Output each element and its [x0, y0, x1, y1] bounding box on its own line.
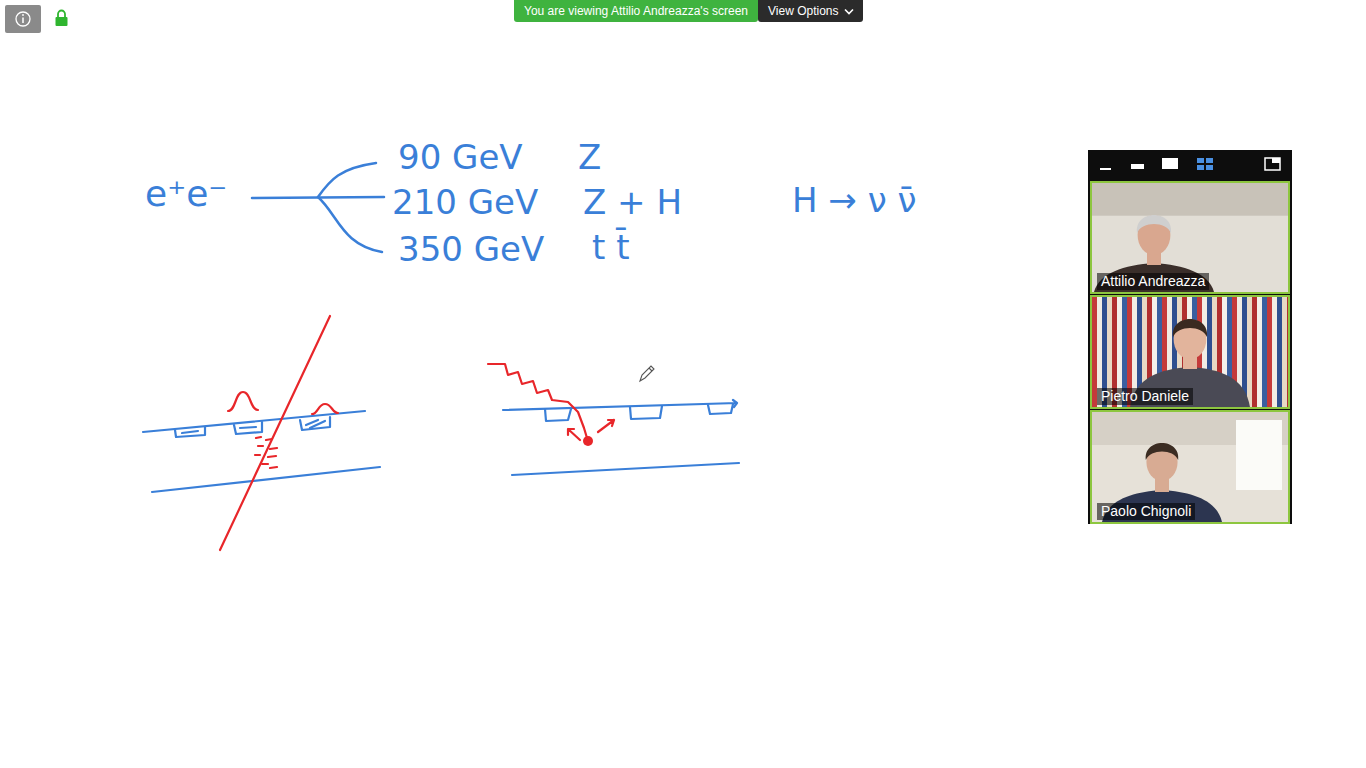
person-head	[1146, 443, 1177, 481]
info-icon-ring	[16, 12, 30, 26]
strip-implant	[240, 427, 256, 428]
info-icon	[5, 5, 41, 33]
video-tile: Pietro Daniele	[1090, 295, 1290, 409]
sensor-surface	[143, 411, 365, 432]
striped-curtain	[1267, 297, 1272, 407]
decay-label: H → ν ν̄	[792, 181, 916, 220]
chevron-icon	[844, 8, 854, 16]
carrier-arrow	[568, 429, 580, 440]
strip-implant	[545, 409, 571, 421]
gallery-icon-cell	[1206, 165, 1213, 170]
particle-track	[220, 316, 330, 550]
gallery-icon-cell	[1197, 158, 1204, 163]
exit-panel-icon-corner	[1272, 158, 1280, 163]
chevron-stroke	[845, 10, 853, 14]
strip-implant	[306, 420, 325, 428]
person-head	[1174, 319, 1207, 359]
striped-curtain	[1282, 297, 1287, 407]
striped-curtain	[1262, 297, 1267, 407]
striped-curtain	[1287, 297, 1288, 407]
energy-label: 350 GeV	[398, 230, 544, 269]
banner-text: You are viewing Attilio Andreazza's scre…	[524, 0, 748, 22]
reaction-label: e⁺e⁻	[145, 173, 227, 214]
view-options-button: View Options	[758, 0, 863, 22]
strip-implant	[175, 427, 205, 437]
photon-sketch	[488, 364, 614, 440]
energy-label: 210 GeV	[392, 183, 538, 222]
info-icon-stem	[22, 18, 24, 24]
video-panel	[1088, 150, 1292, 524]
person-hair	[1173, 319, 1207, 337]
charge-carriers	[255, 437, 277, 468]
screen-share-banner: You are viewing Attilio Andreazza's scre…	[514, 0, 758, 22]
pencil-body	[640, 366, 654, 381]
sensor-sketch-left	[143, 411, 380, 492]
striped-curtain	[1247, 297, 1252, 407]
video-panel-bg	[1088, 150, 1292, 524]
process-label: Z + H	[583, 183, 682, 222]
strip-implant	[708, 404, 733, 414]
sensor-backplane	[512, 463, 739, 475]
person-body	[1094, 263, 1214, 292]
interaction-point	[583, 436, 593, 446]
process-label: t t̄	[592, 228, 629, 267]
person-hair	[1137, 215, 1171, 233]
window-light	[1236, 420, 1282, 490]
strip-implant	[300, 417, 330, 430]
tile-background	[1092, 412, 1288, 522]
striped-curtain	[1257, 297, 1262, 407]
strip-implant	[630, 406, 662, 419]
striped-curtain	[1252, 297, 1257, 407]
signal-pulse	[228, 392, 258, 411]
photon-line	[488, 364, 587, 438]
energy-label: 90 GeV	[398, 138, 523, 177]
carrier-arrow	[598, 420, 614, 432]
participant-name: Attilio Andreazza	[1097, 273, 1209, 290]
signal-pulse	[312, 404, 338, 414]
video-tile: Paolo Chignoli	[1090, 410, 1290, 524]
lock-shackle	[58, 11, 65, 18]
pencil-ferrule	[649, 368, 652, 371]
room-wall	[1092, 183, 1288, 216]
button-text: View Options	[768, 0, 838, 22]
info-icon-dot	[22, 14, 24, 16]
speaker-view-icon	[1162, 158, 1178, 169]
person-hair	[1146, 443, 1179, 460]
gallery-icon-cell	[1197, 165, 1204, 170]
tile-background	[1092, 297, 1288, 407]
lock-icon	[56, 11, 68, 27]
gallery-icon-cell	[1206, 158, 1213, 163]
participant-name: Paolo Chignoli	[1097, 503, 1195, 520]
person-head	[1138, 215, 1171, 255]
strip-implant	[182, 431, 198, 433]
branch-line	[318, 163, 376, 197]
strip-icon	[1131, 164, 1144, 169]
lock-body	[56, 17, 68, 26]
branch-line	[318, 197, 382, 252]
striped-curtain	[1277, 297, 1282, 407]
strip-implant	[234, 422, 262, 434]
tile-background	[1092, 183, 1288, 292]
video-tile: Attilio Andreazza	[1090, 181, 1290, 294]
process-label: Z	[578, 138, 601, 177]
exit-panel-icon	[1265, 158, 1280, 170]
sensor-backplane	[152, 467, 380, 492]
striped-curtain	[1272, 297, 1277, 407]
particle-track-left	[220, 316, 338, 550]
participant-name: Pietro Daniele	[1097, 388, 1193, 405]
sensor-sketch-right	[503, 400, 739, 475]
branch-lines	[252, 163, 384, 252]
pencil-cursor	[640, 366, 654, 381]
sensor-surface	[503, 400, 737, 410]
info-icon-bg	[5, 5, 41, 33]
minimize-icon	[1100, 168, 1111, 170]
